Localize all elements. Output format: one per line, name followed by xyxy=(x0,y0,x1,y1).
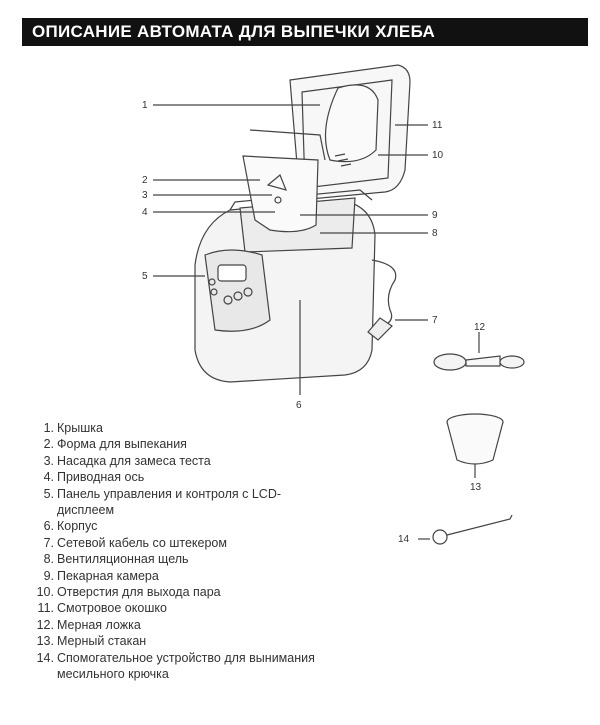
legend-item: 13.Мерный стакан xyxy=(34,633,334,649)
legend-item: 7.Сетевой кабель со штекером xyxy=(34,535,334,551)
legend-text: Отверстия для выхода пара xyxy=(57,585,221,600)
legend-num: 14. xyxy=(36,650,54,665)
legend-text: Мерный стакан xyxy=(57,634,147,649)
page-title: ОПИСАНИЕ АВТОМАТА ДЛЯ ВЫПЕЧКИ ХЛЕБА xyxy=(22,18,588,46)
legend-item: 5.Панель управления и контроля с LCD-дис… xyxy=(34,486,334,519)
legend-num: 5. xyxy=(43,486,54,501)
hook-tool-illustration: 14 xyxy=(398,514,513,545)
legend-item: 4.Приводная ось xyxy=(34,469,334,485)
callout-1: 1 xyxy=(142,100,148,111)
hook-ring xyxy=(432,529,448,545)
legend-text: Панель управления и контроля с LCD-диспл… xyxy=(57,486,282,518)
legend-num: 10. xyxy=(36,585,54,600)
legend-text: Сетевой кабель со штекером xyxy=(57,535,227,550)
callout-14: 14 xyxy=(398,534,410,545)
legend-num: 11. xyxy=(37,601,54,616)
panel-button xyxy=(233,291,243,301)
legend-text: Насадка для замеса теста xyxy=(57,453,211,468)
panel-button xyxy=(243,287,253,297)
legend-item: 14.Спомогательное устройство для выниман… xyxy=(34,650,334,683)
legend-num: 9. xyxy=(43,568,54,583)
callout-5: 5 xyxy=(142,271,148,282)
drive-shaft xyxy=(274,196,282,204)
callout-9: 9 xyxy=(432,210,438,221)
hook-tool: 14 xyxy=(390,505,530,555)
bread-maker-illustration: 1 2 3 4 5 6 7 8 9 10 11 xyxy=(142,64,444,411)
legend-text: Форма для выпекания xyxy=(57,437,187,452)
legend-item: 8.Вентиляционная щель xyxy=(34,551,334,567)
legend-text: Пекарная камера xyxy=(57,568,159,583)
legend-text: Приводная ось xyxy=(57,470,145,485)
legend-num: 7. xyxy=(43,535,54,550)
callout-8: 8 xyxy=(432,228,438,239)
callout-7: 7 xyxy=(432,315,438,326)
legend-num: 1. xyxy=(43,421,54,435)
callout-4: 4 xyxy=(142,207,148,218)
callout-12: 12 xyxy=(474,322,486,333)
kneading-paddle xyxy=(266,174,288,191)
panel-button xyxy=(223,295,233,305)
callout-11: 11 xyxy=(432,120,443,131)
steam-vents xyxy=(334,153,352,167)
legend-item: 12.Мерная ложка xyxy=(34,617,334,633)
callout-13: 13 xyxy=(470,482,482,493)
legend-text: Крышка xyxy=(57,421,103,435)
spoon-bowl-small xyxy=(499,355,525,369)
legend-text: Вентиляционная щель xyxy=(57,552,189,567)
baking-pan xyxy=(242,155,319,233)
parts-legend: 1.Крышка 2.Форма для выпекания 3.Насадка… xyxy=(34,420,334,683)
legend-text: Корпус xyxy=(57,519,98,534)
callout-2: 2 xyxy=(142,175,148,186)
callout-6: 6 xyxy=(296,400,302,411)
plug xyxy=(367,317,393,341)
pan-handle xyxy=(249,129,326,161)
power-cord xyxy=(371,259,397,326)
hook-rod xyxy=(446,514,513,536)
callout-10: 10 xyxy=(432,150,444,161)
legend-num: 4. xyxy=(43,470,54,485)
legend-num: 2. xyxy=(43,437,54,452)
legend-text: Мерная ложка xyxy=(57,617,141,632)
legend-item: 3.Насадка для замеса теста xyxy=(34,453,334,469)
accessories-illustration: 12 13 xyxy=(433,322,525,493)
legend-item: 10.Отверстия для выхода пара xyxy=(34,584,334,600)
spoon-bowl xyxy=(433,353,467,371)
viewing-window xyxy=(324,84,379,163)
legend-num: 3. xyxy=(43,453,54,468)
legend-item: 11.Смотровое окошко xyxy=(34,600,334,616)
legend-item: 6.Корпус xyxy=(34,518,334,534)
lid-inner xyxy=(301,79,393,189)
legend-num: 12. xyxy=(36,617,54,632)
lcd-display xyxy=(217,264,247,282)
legend-item: 1.Крышка xyxy=(34,420,334,436)
legend-num: 6. xyxy=(43,519,54,534)
legend-num: 13. xyxy=(36,634,54,649)
panel-button xyxy=(208,278,216,286)
legend-item: 9.Пекарная камера xyxy=(34,568,334,584)
spoon-handle xyxy=(465,355,501,367)
control-panel-shape xyxy=(204,249,271,332)
legend-text: Смотровое окошко xyxy=(57,601,167,616)
panel-button xyxy=(210,288,218,296)
legend-text: Спомогательное устройство для вынимания … xyxy=(57,650,315,682)
accessories: 12 13 xyxy=(390,320,580,560)
callout-3: 3 xyxy=(142,190,148,201)
legend-num: 8. xyxy=(43,552,54,567)
cup-body xyxy=(446,421,504,465)
legend-item: 2.Форма для выпекания xyxy=(34,436,334,452)
bread-maker-diagram: 1 2 3 4 5 6 7 8 9 10 11 xyxy=(0,50,600,420)
